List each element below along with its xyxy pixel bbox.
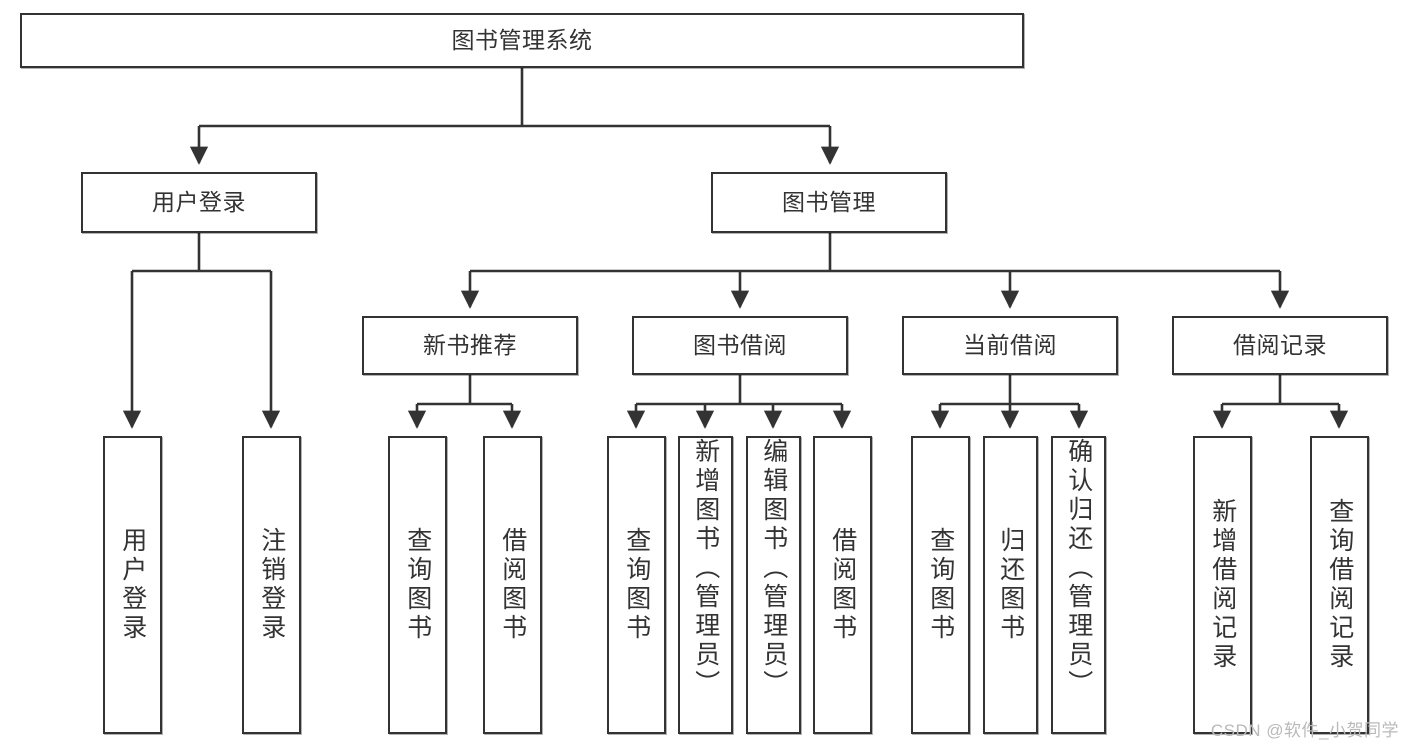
node-label: 借阅图书: [828, 527, 857, 643]
node-label: 用户登录: [118, 527, 147, 643]
leaf-user-login-logout[interactable]: 注销登录: [242, 436, 301, 734]
node-label: 查询图书: [403, 527, 432, 643]
leaf-book-borrow-borrow-book[interactable]: 借阅图书: [813, 436, 872, 734]
node-label: 新书推荐: [423, 332, 517, 359]
leaf-borrow-record-query-record[interactable]: 查询借阅记录: [1310, 436, 1369, 734]
leaf-borrow-record-add-record[interactable]: 新增借阅记录: [1193, 436, 1252, 734]
leaf-book-borrow-query-book[interactable]: 查询图书: [607, 436, 666, 734]
node-label: 确认归还（管理员）: [1064, 438, 1093, 699]
leaf-new-book-borrow-book[interactable]: 借阅图书: [483, 436, 542, 734]
node-label: 归还图书: [996, 527, 1025, 643]
node-label: 查询图书: [622, 527, 651, 643]
watermark-text: CSDN @软件_小贺同学: [1210, 721, 1399, 740]
leaf-current-borrow-query-book[interactable]: 查询图书: [911, 436, 970, 734]
node-label: 图书管理: [782, 189, 876, 216]
node-label: 查询借阅记录: [1325, 498, 1354, 672]
leaf-new-book-query-book[interactable]: 查询图书: [388, 436, 447, 734]
node-current-borrow[interactable]: 当前借阅: [902, 316, 1118, 375]
node-label: 借阅记录: [1233, 332, 1327, 359]
node-label: 借阅图书: [498, 527, 527, 643]
node-label: 图书借阅: [693, 332, 787, 359]
node-root-book-management-system[interactable]: 图书管理系统: [20, 13, 1024, 68]
leaf-book-borrow-add-book-admin[interactable]: 新增图书（管理员）: [678, 436, 733, 734]
leaf-current-borrow-return-book[interactable]: 归还图书: [983, 436, 1038, 734]
node-label: 编辑图书（管理员）: [759, 438, 788, 699]
node-label: 注销登录: [257, 527, 286, 643]
node-borrow-record[interactable]: 借阅记录: [1172, 316, 1388, 375]
leaf-current-borrow-confirm-return-admin[interactable]: 确认归还（管理员）: [1051, 436, 1106, 734]
node-label: 用户登录: [152, 189, 246, 216]
leaf-book-borrow-edit-book-admin[interactable]: 编辑图书（管理员）: [746, 436, 801, 734]
node-label: 新增借阅记录: [1208, 498, 1237, 672]
node-label: 图书管理系统: [451, 27, 593, 54]
node-new-book-recommend[interactable]: 新书推荐: [362, 316, 578, 375]
node-book-borrow[interactable]: 图书借阅: [632, 316, 848, 375]
node-book-management[interactable]: 图书管理: [711, 172, 947, 233]
node-label: 当前借阅: [963, 332, 1057, 359]
node-user-login[interactable]: 用户登录: [81, 172, 317, 233]
leaf-user-login-login[interactable]: 用户登录: [103, 436, 162, 734]
node-label: 新增图书（管理员）: [691, 438, 720, 699]
node-label: 查询图书: [926, 527, 955, 643]
